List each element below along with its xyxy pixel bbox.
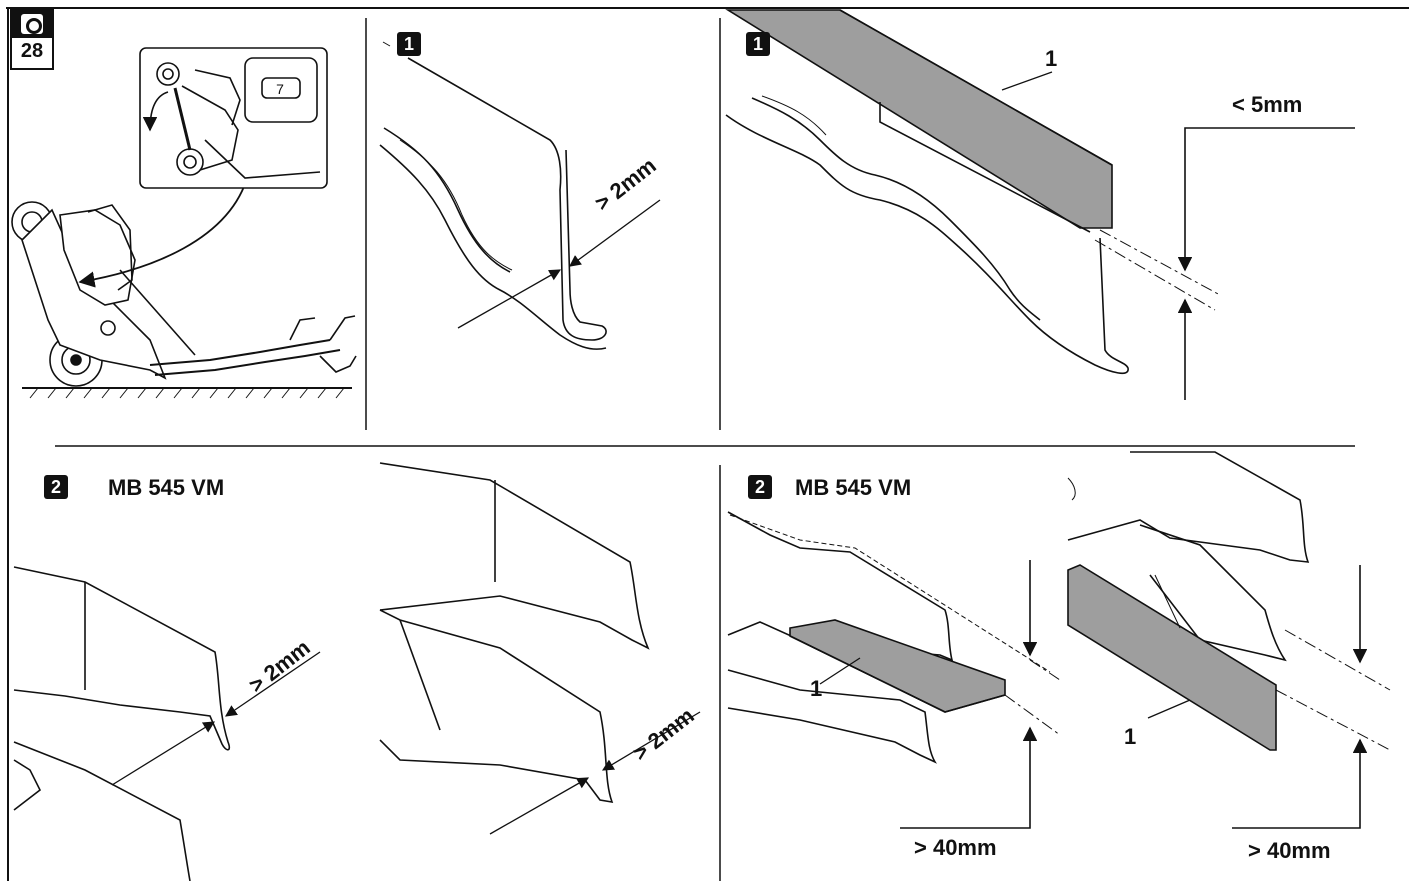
wear-limit-label: < 5mm (1232, 92, 1303, 117)
plate-part-label-a: 1 (810, 676, 823, 701)
step-2-badge: 2 (44, 475, 68, 499)
plate-part-label: 1 (1045, 46, 1058, 71)
mower-tilt-illustration: 7 (11, 47, 357, 399)
blade-wear-illustration (725, 9, 1355, 400)
svg-text:7: 7 (276, 81, 284, 97)
blade-edge-gap-illustration (379, 41, 661, 350)
mb545-plate-check-illustration (727, 511, 1061, 829)
camera-icon (12, 10, 52, 38)
model-label-right: MB 545 VM (795, 475, 912, 500)
min-distance-label-a: > 40mm (914, 835, 997, 860)
panel-dividers (6, 7, 1409, 881)
mb545-plate-check-right-illustration (1067, 451, 1391, 829)
min-distance-label-b: > 40mm (1248, 838, 1331, 863)
step-1-badge-right: 1 (746, 32, 770, 56)
model-label: MB 545 VM (108, 475, 225, 500)
page-number-badge: 28 (10, 8, 54, 70)
mb545-blade-gap-illustration (13, 462, 701, 881)
step-1-badge: 1 (397, 32, 421, 56)
step-2-badge-right: 2 (748, 475, 772, 499)
page-number: 28 (20, 40, 44, 62)
plate-part-label-b: 1 (1124, 724, 1137, 749)
